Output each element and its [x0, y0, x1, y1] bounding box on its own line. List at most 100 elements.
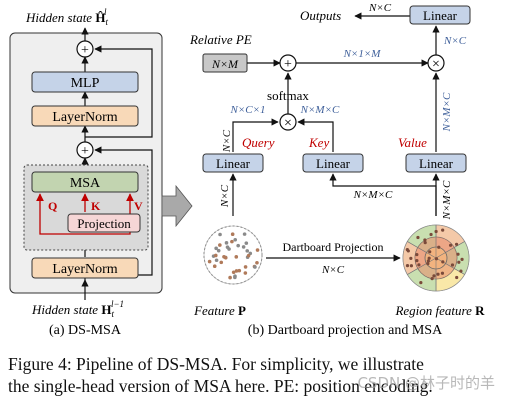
region-point	[409, 256, 413, 260]
pe-add: +	[279, 54, 297, 72]
region-point	[440, 271, 445, 275]
region-point	[434, 257, 439, 261]
dartboard-label: Dartboard Projection	[283, 240, 384, 254]
region-point	[459, 269, 463, 273]
layernorm-top-label: LayerNorm	[52, 110, 117, 125]
v-dim: N×M×C	[441, 92, 453, 132]
feature-point	[246, 253, 251, 258]
feature-point	[241, 245, 246, 249]
feature-point	[245, 249, 250, 253]
linear-value-block	[405, 153, 467, 173]
projection-block	[67, 213, 141, 233]
region-point	[434, 229, 438, 234]
feature-in-dim: N×C	[219, 184, 231, 208]
feature-point	[243, 271, 248, 275]
k-label: K	[91, 199, 101, 213]
region-point	[423, 238, 427, 242]
region-point	[405, 248, 409, 252]
feature-point	[233, 237, 238, 242]
dartboard-msa-panel: Outputs N×C Linear N×C Relative PE N×M +…	[189, 2, 485, 338]
linear-key-label: Linear	[316, 156, 351, 171]
feature-point	[214, 246, 218, 251]
ds-msa-panel: Hidden state Ĥtl + + MLP LayerNorm	[9, 7, 163, 338]
svg-text:×: ×	[432, 57, 440, 72]
feature-point	[233, 275, 237, 280]
feature-point	[255, 248, 260, 252]
figure-caption: Figure 4: Pipeline of DS-MSA. For simpli…	[8, 353, 503, 397]
caption-line-2: the single-head version of MSA here. PE:…	[8, 376, 433, 396]
feature-point	[236, 243, 240, 248]
linear-query-block	[202, 153, 264, 173]
feature-point	[255, 260, 259, 265]
svg-text:+: +	[284, 57, 292, 72]
feature-point	[219, 260, 224, 265]
q-label: Q	[48, 199, 57, 213]
feature-point	[234, 255, 239, 259]
svg-text:+: +	[81, 43, 89, 58]
query-linear-dim: N×C	[221, 129, 233, 153]
kv-in-dim: N×M×C	[353, 189, 393, 201]
region-point	[436, 272, 440, 276]
value-multiply: ×	[427, 54, 445, 72]
linear-value-label: Linear	[419, 156, 454, 171]
watermark: CSDN @林子时的羊	[357, 374, 495, 392]
region-point	[448, 243, 453, 247]
region-point	[432, 274, 436, 278]
q-dim: N×C×1	[229, 104, 265, 116]
layernorm-bottom-block	[31, 257, 139, 279]
region-point	[423, 241, 427, 245]
region-point	[430, 277, 434, 281]
feature-point	[243, 265, 248, 269]
region-point	[429, 232, 433, 237]
region-feature-label: Region feature R	[394, 303, 485, 318]
caption-a: (a) DS-MSA	[49, 323, 122, 338]
feature-point	[224, 241, 229, 245]
linear-key-block	[302, 153, 364, 173]
region-point	[441, 260, 445, 264]
feature-point	[216, 248, 221, 253]
layernorm-bottom-label: LayerNorm	[52, 262, 117, 277]
region-point	[460, 257, 464, 261]
region-point	[428, 250, 432, 254]
v-label: V	[134, 199, 143, 213]
feature-point	[234, 269, 239, 273]
outputs-dim: N×C	[368, 2, 392, 14]
qk-multiply: ×	[279, 113, 297, 131]
dartboard-dim: N×C	[321, 264, 345, 276]
region-point	[456, 252, 460, 256]
region-point	[417, 263, 421, 267]
region-point	[419, 281, 423, 285]
region-point	[437, 245, 441, 249]
feature-point	[212, 264, 217, 269]
feature-point	[237, 268, 242, 273]
key-label: Key	[308, 135, 329, 150]
expand-arrow	[161, 184, 193, 228]
region-point	[455, 275, 459, 280]
msa-block	[31, 171, 139, 193]
residual-add-top: +	[76, 40, 94, 58]
feature-point	[222, 254, 226, 259]
feature-point	[207, 259, 212, 264]
hidden-state-output-label: Hidden state Ĥtl	[25, 7, 108, 27]
feature-point	[213, 253, 218, 258]
mlp-label: MLP	[71, 76, 100, 91]
linear-output-label: Linear	[423, 8, 458, 23]
region-point	[427, 256, 431, 260]
feature-point	[228, 275, 232, 280]
feature-point	[242, 232, 247, 236]
feature-point	[253, 265, 257, 269]
pipeline-figure: Hidden state Ĥtl + + MLP LayerNorm	[9, 2, 485, 338]
region-point	[415, 259, 419, 263]
projection-label: Projection	[77, 216, 131, 231]
svg-text:+: +	[81, 144, 89, 159]
region-point	[450, 263, 455, 267]
region-point	[415, 252, 419, 257]
top-linear-dim: N×C	[443, 35, 467, 47]
region-point	[426, 262, 430, 266]
feature-point	[230, 232, 235, 236]
svg-text:×: ×	[284, 116, 292, 131]
query-label: Query	[242, 135, 275, 150]
feature-label: Feature P	[193, 303, 246, 318]
region-point	[405, 264, 410, 268]
dartboard-region-feature	[402, 224, 470, 292]
